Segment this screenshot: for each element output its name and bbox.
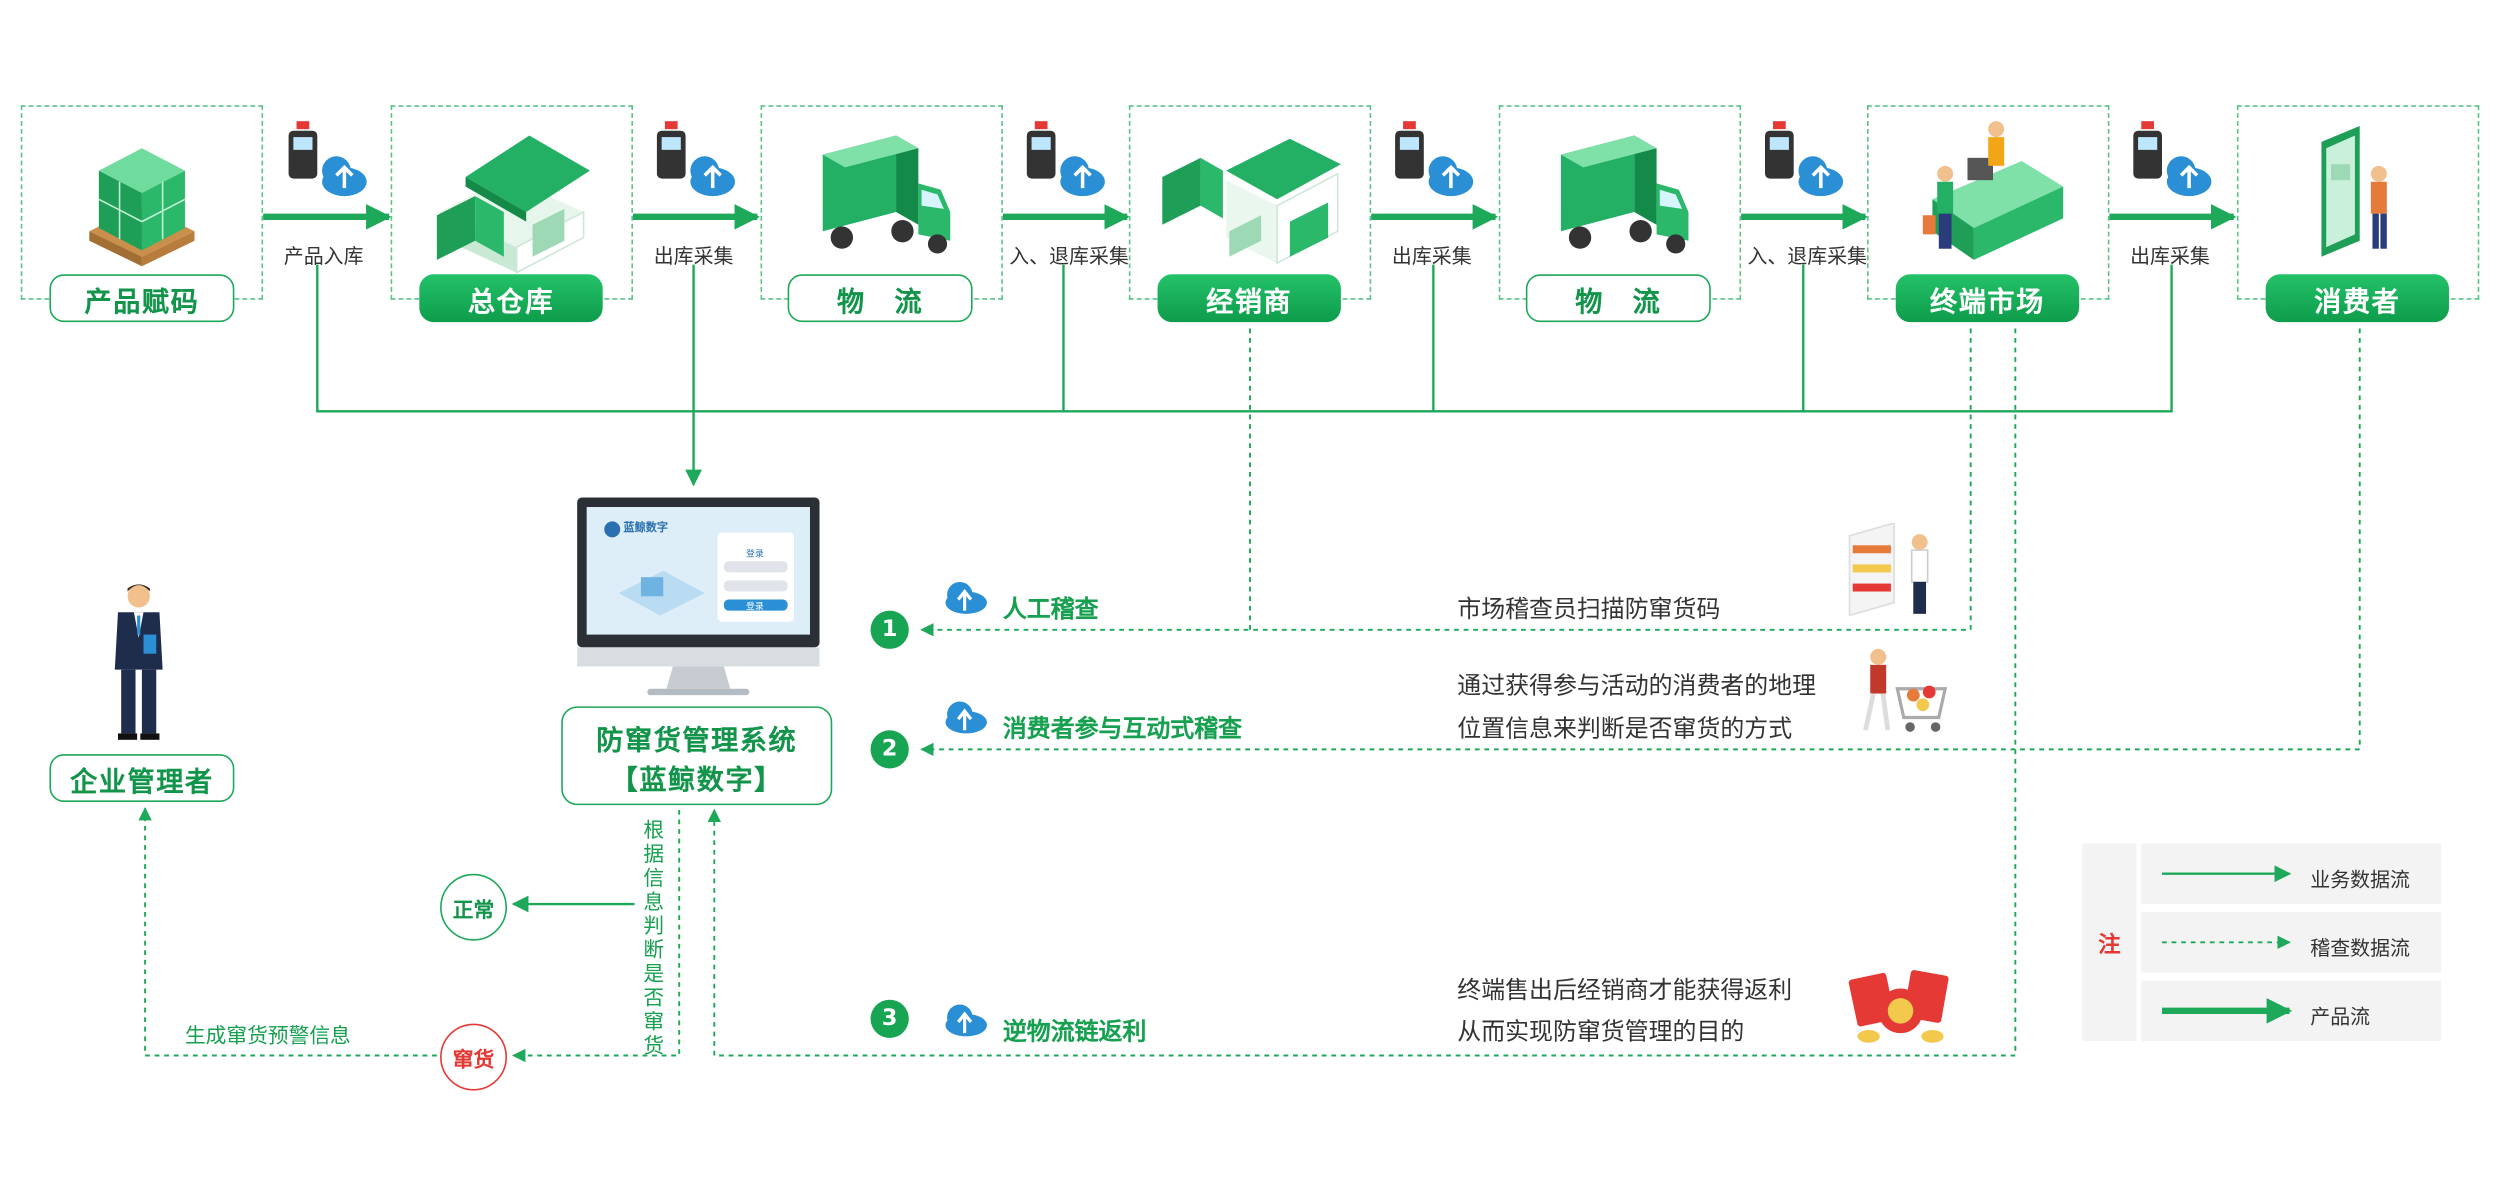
step-label-in-return-1: 入、退库采集 (1009, 243, 1129, 268)
node-dealer-box (1128, 105, 1372, 300)
system-title-box: 防窜货管理系统 【蓝鲸数字】 (561, 706, 833, 806)
check-title-1: 人工稽查 (1002, 594, 1099, 624)
normal-status: 正常 (440, 873, 508, 941)
business-data-flow (316, 264, 2173, 913)
businessman-icon (114, 584, 163, 740)
diverted-status: 窜货 (440, 1023, 508, 1091)
check-number-2: 2 (870, 730, 909, 769)
warning-label: 生成窜货预警信息 (184, 1025, 351, 1050)
checkout-counter-icon (1922, 121, 2064, 260)
shopper-cart-icon (1863, 648, 1948, 732)
red-envelope-gift-icon (1848, 970, 1949, 1043)
screen-brand: 蓝鲸数字 (623, 521, 669, 535)
check-desc-1: 市场稽查员扫描防窜货码 (1457, 594, 1721, 624)
check-desc-3-line2: 从而实现防窜货管理的目的 (1457, 1017, 1745, 1046)
node-warehouse-box (390, 105, 633, 300)
monitor-icon (577, 497, 820, 696)
node-label-dealer: 经销商 (1157, 274, 1341, 323)
check-number-1: 1 (870, 610, 909, 649)
scanner-icons (288, 121, 2212, 197)
system-title-line1: 防窜货管理系统 (596, 725, 798, 758)
decision-vertical-text: 根据信息判断是否窜货 (643, 819, 665, 1059)
node-label-warehouse: 总仓库 (419, 274, 603, 323)
check-desc-2-line2: 位置信息来判断是否窜货的方式 (1457, 714, 1793, 743)
node-market-box (1867, 105, 2110, 300)
node-label-consumer: 消费者 (2265, 274, 2449, 323)
system-title-line2: 【蓝鲸数字】 (610, 765, 783, 798)
manager-label: 企业管理者 (49, 754, 235, 802)
check-number-3: 3 (870, 999, 909, 1038)
cloud-upload-icon (945, 1004, 987, 1037)
step-label-outbound-1: 出库采集 (653, 243, 734, 268)
cloud-upload-icon (945, 701, 987, 734)
legend-title-cell (2082, 843, 2137, 1042)
node-label-product: 产品赋码 (49, 274, 235, 323)
step-label-in-return-2: 入、退库采集 (1747, 243, 1868, 268)
step-label-stock-in: 产品入库 (283, 243, 364, 268)
node-logistics2-box (1498, 105, 1742, 300)
check-desc-3-line1: 终端售出后经销商才能获得返利 (1457, 975, 1793, 1005)
step-label-outbound-3: 出库采集 (2130, 243, 2210, 268)
phone-user-icon (2321, 125, 2387, 257)
screen-login-title: 登录 (746, 550, 764, 560)
node-label-market: 终端市场 (1895, 274, 2080, 323)
inspector-shelf-icon (1848, 522, 1929, 617)
truck-icon (1560, 135, 1689, 254)
product-boxes-icon (89, 148, 195, 267)
check-title-2: 消费者参与互动式稽查 (1002, 714, 1243, 743)
warehouse-icon (436, 135, 590, 274)
node-label-logistics1: 物 流 (787, 274, 973, 323)
legend-inspection-label: 稽查数据流 (2310, 935, 2410, 960)
check-title-3: 逆物流链返利 (1002, 1017, 1147, 1046)
node-product-box (20, 105, 264, 300)
cloud-upload-icon (945, 581, 987, 614)
screen-login-button: 登录 (746, 602, 764, 613)
node-consumer-box (2236, 105, 2480, 300)
legend-product-label: 产品流 (2310, 1004, 2371, 1029)
legend-row-product (2141, 980, 2442, 1042)
check-desc-2-line1: 通过获得参与活动的消费者的地理 (1457, 671, 1817, 700)
dealer-depot-icon (1162, 138, 1341, 265)
truck-icon (822, 135, 951, 254)
inspection-data-flow (138, 328, 2361, 1063)
system-monitor: 蓝鲸数字 登录 登录 (571, 494, 826, 698)
step-label-outbound-2: 出库采集 (1391, 243, 1472, 268)
manager-figure (102, 580, 175, 746)
node-logistics1-box (760, 105, 1003, 300)
node-label-logistics2: 物 流 (1525, 274, 1711, 323)
legend-business-label: 业务数据流 (2310, 867, 2410, 892)
legend-title: 注 (2098, 932, 2121, 959)
